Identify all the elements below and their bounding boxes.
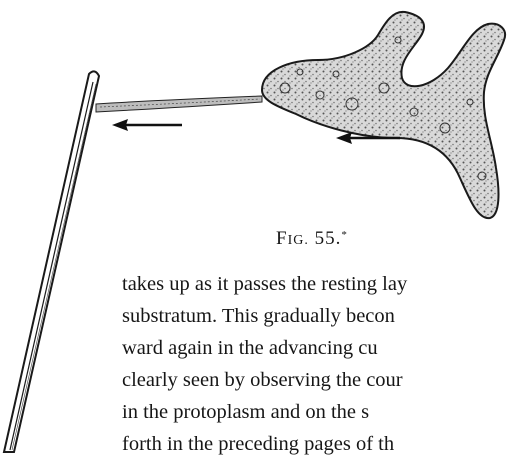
text-line: forth in the preceding pages of th (122, 428, 513, 460)
text-line: substratum. This gradually becon (122, 300, 513, 332)
arrow-left-icon (112, 119, 182, 131)
figure-caption: FIG. 55.* (276, 228, 348, 250)
amoeba (262, 12, 505, 218)
body-text: takes up as it passes the resting lay su… (122, 268, 513, 460)
glass-rod (4, 71, 99, 452)
text-line: takes up as it passes the resting lay (122, 268, 513, 300)
text-line: ward again in the advancing cu (122, 332, 513, 364)
text-line: clearly seen by observing the cour (122, 364, 513, 396)
protoplasm-strand (96, 96, 262, 112)
text-line: in the protoplasm and on the s (122, 396, 513, 428)
